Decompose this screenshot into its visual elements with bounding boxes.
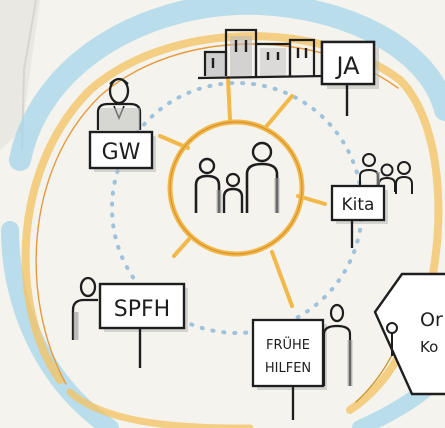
kita-label: Kita <box>342 195 375 215</box>
spfh-sign: SPFH <box>98 282 188 368</box>
spfh-label: SPFH <box>114 297 170 322</box>
kids-icon <box>359 153 413 194</box>
kita-sign: Kita <box>330 184 388 248</box>
family-icon <box>167 119 305 257</box>
hexagon-icon: Or Ko <box>373 272 445 396</box>
fruehe-label-line2: HILFEN <box>265 361 311 376</box>
building-icon <box>197 28 326 80</box>
partial-label-line2: Ko <box>420 338 438 356</box>
gw-label: GW <box>102 140 141 165</box>
ja-label: JA <box>334 52 360 80</box>
fruehe-label-line1: FRÜHE <box>266 336 310 353</box>
ja-sign: JA <box>320 40 379 116</box>
person-icon <box>71 276 98 340</box>
fruehe-hilfen-sign: FRÜHE HILFEN <box>251 318 327 420</box>
gw-sign: GW <box>88 130 156 172</box>
sun-rays <box>158 76 327 308</box>
speaker-icon <box>96 77 142 130</box>
person-icon <box>322 303 353 386</box>
partial-label-line1: Or <box>420 309 443 331</box>
